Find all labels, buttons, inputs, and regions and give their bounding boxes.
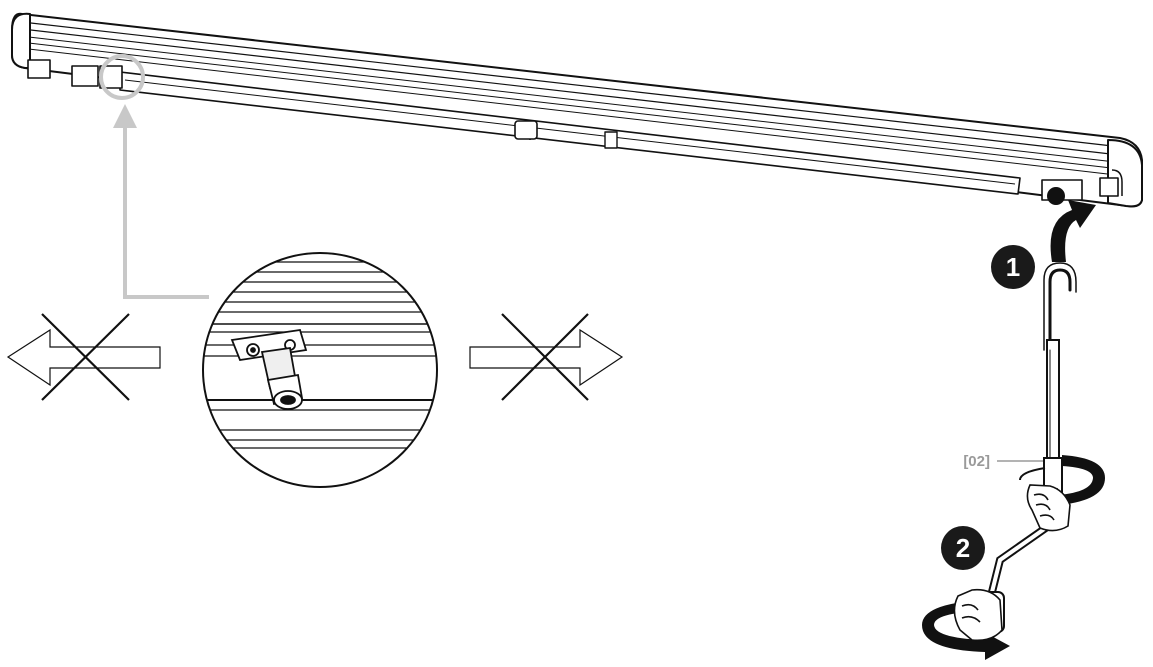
- detail-callout: [99, 54, 209, 299]
- part-reference: [02]: [963, 453, 1043, 470]
- hand-upper-icon: [1026, 484, 1071, 532]
- rotate-arrow-lower-icon: [922, 600, 1010, 660]
- awning-cassette: [11, 12, 1143, 208]
- step-badge-2: 2: [941, 526, 985, 570]
- step-number-2: 2: [956, 533, 970, 563]
- prohibited-move-right-arrow: [469, 313, 624, 401]
- rotate-arrow-up-icon: [1050, 200, 1096, 262]
- crank-handle: [979, 262, 1077, 633]
- detail-magnifier: [202, 252, 438, 488]
- hand-lower-icon: [953, 588, 1003, 642]
- step-badge-1: 1: [991, 245, 1035, 289]
- part-reference-label: [02]: [963, 453, 990, 470]
- step-number-1: 1: [1006, 252, 1020, 282]
- clamp-screw-icon: [230, 328, 308, 410]
- prohibited-move-left-arrow: [6, 313, 161, 401]
